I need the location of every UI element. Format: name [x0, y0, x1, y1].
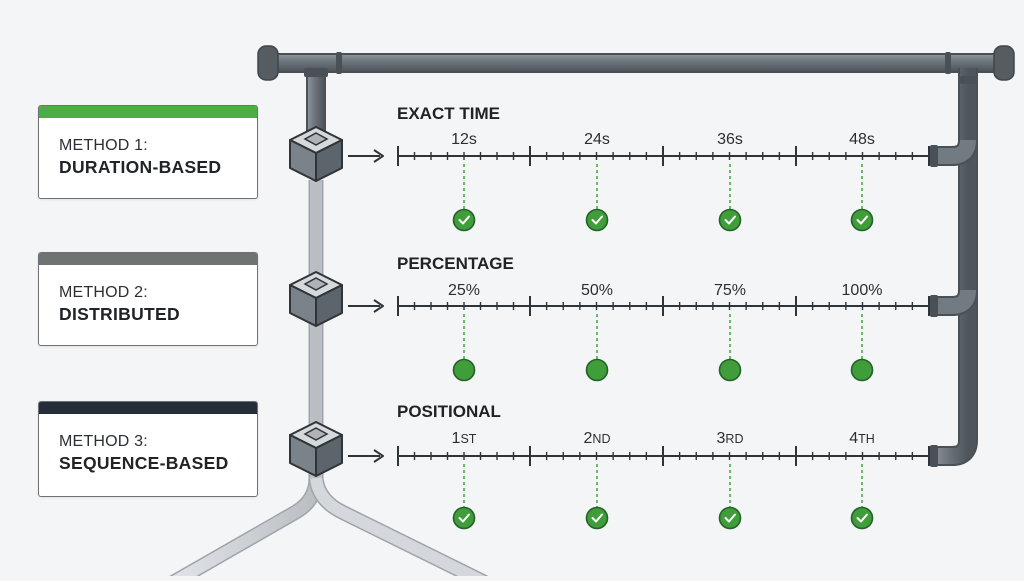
card-accent-bar — [39, 106, 257, 118]
method-number-label: METHOD 2: — [59, 284, 148, 301]
ordinal-number: 1 — [451, 430, 461, 447]
tick-label: 4TH — [822, 430, 902, 448]
ordinal-suffix: ND — [592, 432, 611, 446]
method-name-label: DURATION-BASED — [59, 157, 222, 177]
tick-label: 50% — [580, 282, 614, 299]
valve-cube-icon — [289, 126, 343, 182]
tick-label: 25% — [447, 282, 481, 299]
method-card-2: METHOD 2: DISTRIBUTED — [38, 252, 258, 346]
card-accent-bar — [39, 402, 257, 414]
ordinal-suffix: RD — [725, 432, 744, 446]
method-name-label: DISTRIBUTED — [59, 304, 180, 324]
method-name-label: SEQUENCE-BASED — [59, 453, 229, 473]
check-circle-icon — [718, 506, 742, 530]
tick-label: 3RD — [690, 430, 770, 448]
method-card-1: METHOD 1: DURATION-BASED — [38, 105, 258, 199]
tick-label: 12s — [451, 131, 477, 148]
method-card-3: METHOD 3: SEQUENCE-BASED — [38, 401, 258, 497]
filled-circle-icon — [585, 358, 609, 382]
timeline-scale — [397, 446, 930, 530]
tick-label: 100% — [841, 282, 883, 299]
lower-light-pipes — [160, 180, 499, 581]
valve-group — [289, 126, 343, 477]
check-circle-icon — [452, 208, 476, 232]
section-title-percentage: PERCENTAGE — [397, 254, 514, 273]
right-return-pipe — [930, 68, 978, 467]
valve-cube-icon — [289, 271, 343, 327]
arrow-right-icon — [348, 299, 384, 313]
method-number-label: METHOD 3: — [59, 433, 148, 450]
ordinal-number: 4 — [849, 430, 859, 447]
arrow-right-icon — [348, 149, 384, 163]
check-circle-icon — [850, 208, 874, 232]
arrow-right-icon — [348, 449, 384, 463]
check-circle-icon — [585, 506, 609, 530]
timeline-scale — [397, 296, 930, 382]
ordinal-suffix: ST — [460, 432, 477, 446]
ordinal-number: 2 — [583, 430, 593, 447]
tick-label: 1ST — [424, 430, 504, 448]
tick-label: 75% — [713, 282, 747, 299]
card-accent-bar — [39, 253, 257, 265]
filled-circle-icon — [850, 358, 874, 382]
check-circle-icon — [850, 506, 874, 530]
check-circle-icon — [452, 506, 476, 530]
method-number-label: METHOD 1: — [59, 137, 148, 154]
ordinal-suffix: TH — [858, 432, 875, 446]
section-title-exact-time: EXACT TIME — [397, 104, 500, 123]
check-circle-icon — [718, 208, 742, 232]
top-main-pipe — [257, 45, 1015, 81]
tick-label: 36s — [717, 131, 743, 148]
tick-label: 24s — [584, 131, 610, 148]
tick-label: 48s — [849, 131, 875, 148]
section-title-positional: POSITIONAL — [397, 402, 501, 421]
tick-label: 2ND — [557, 430, 637, 448]
scales-group — [397, 146, 930, 530]
arrow-group — [348, 149, 384, 463]
filled-circle-icon — [452, 358, 476, 382]
check-circle-icon — [585, 208, 609, 232]
ordinal-number: 3 — [716, 430, 726, 447]
timeline-scale — [397, 146, 930, 232]
valve-cube-icon — [289, 421, 343, 477]
left-feed-pipe — [304, 68, 328, 146]
filled-circle-icon — [718, 358, 742, 382]
